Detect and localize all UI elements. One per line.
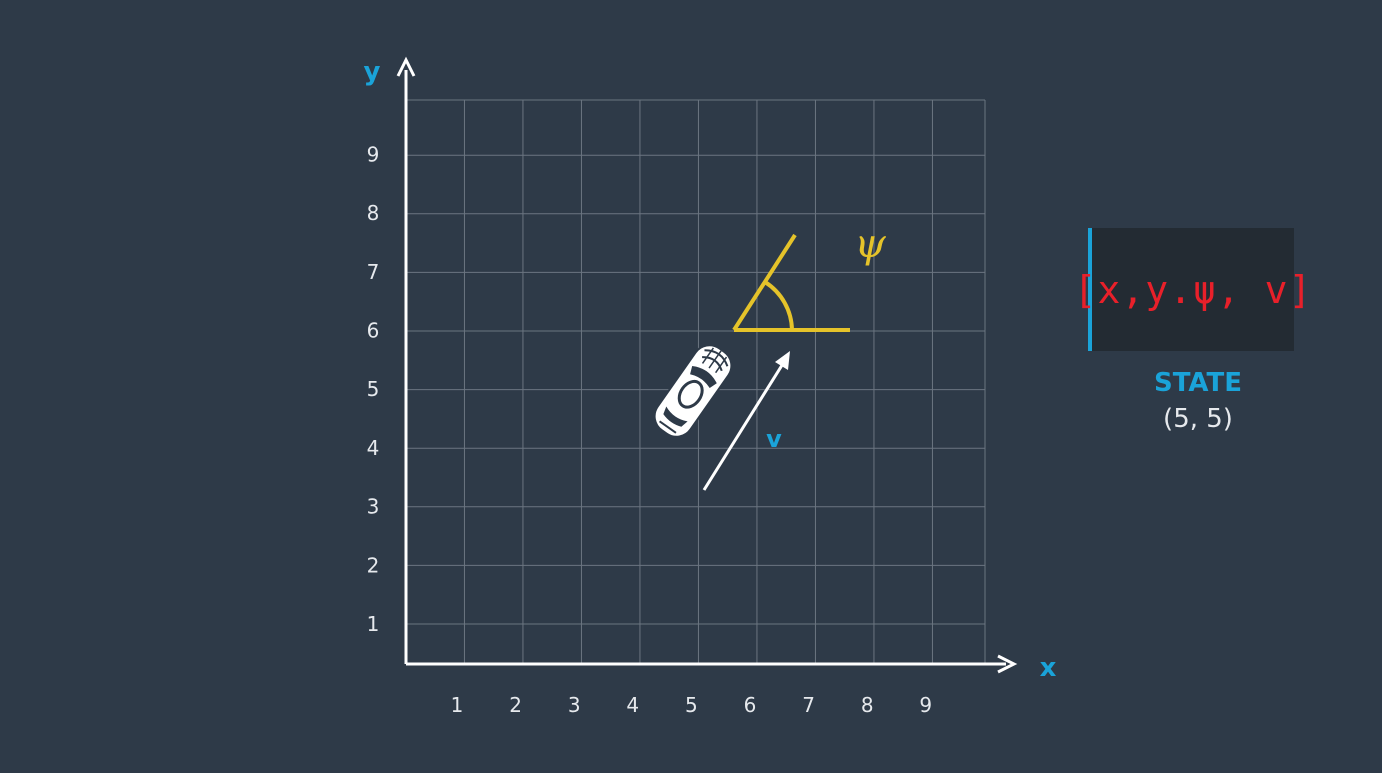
y-tick-label: 5 [367,377,380,401]
state-vector-box: [x,y.ψ, v] [1074,228,1311,351]
x-axis-arrowhead [997,654,1018,674]
y-tick-label: 9 [367,142,380,166]
y-tick-label: 8 [367,201,380,225]
x-tick-label: 6 [744,693,757,717]
heading-angle: ψ [732,221,886,332]
x-tick-label: 7 [802,693,815,717]
x-axis-label: x [1040,653,1057,683]
psi-symbol: ψ [854,221,886,267]
state-vector: [x,y.ψ, v] [1073,267,1313,312]
x-tick-label: 4 [626,693,639,717]
state-title: STATE [1153,368,1243,398]
state-coordinates: (5, 5) [1163,404,1233,434]
heading-ray [732,233,797,332]
x-tick-label: 2 [509,693,522,717]
axes: y x [364,56,1057,683]
x-tick-label: 8 [861,693,874,717]
heading-arc [763,280,794,331]
x-tick-label: 9 [919,693,932,717]
tick-labels: 1 2 3 4 5 6 7 8 9 1 2 3 4 5 6 7 8 9 [367,142,933,717]
y-tick-label: 7 [367,260,380,284]
x-tick-label: 1 [451,693,464,717]
y-tick-label: 2 [367,553,380,577]
velocity-vector: v [702,351,790,491]
y-axis-arrowhead [396,56,416,77]
y-tick-label: 3 [367,495,380,519]
y-axis-label: y [364,57,381,87]
grid [406,99,986,664]
x-tick-label: 5 [685,693,698,717]
velocity-arrowhead [775,351,790,370]
velocity-label: v [766,425,782,453]
car-icon [653,344,733,438]
x-tick-label: 3 [568,693,581,717]
y-tick-label: 4 [367,436,380,460]
velocity-arrow [702,361,786,491]
y-tick-label: 1 [367,612,380,636]
y-tick-label: 6 [367,319,380,343]
